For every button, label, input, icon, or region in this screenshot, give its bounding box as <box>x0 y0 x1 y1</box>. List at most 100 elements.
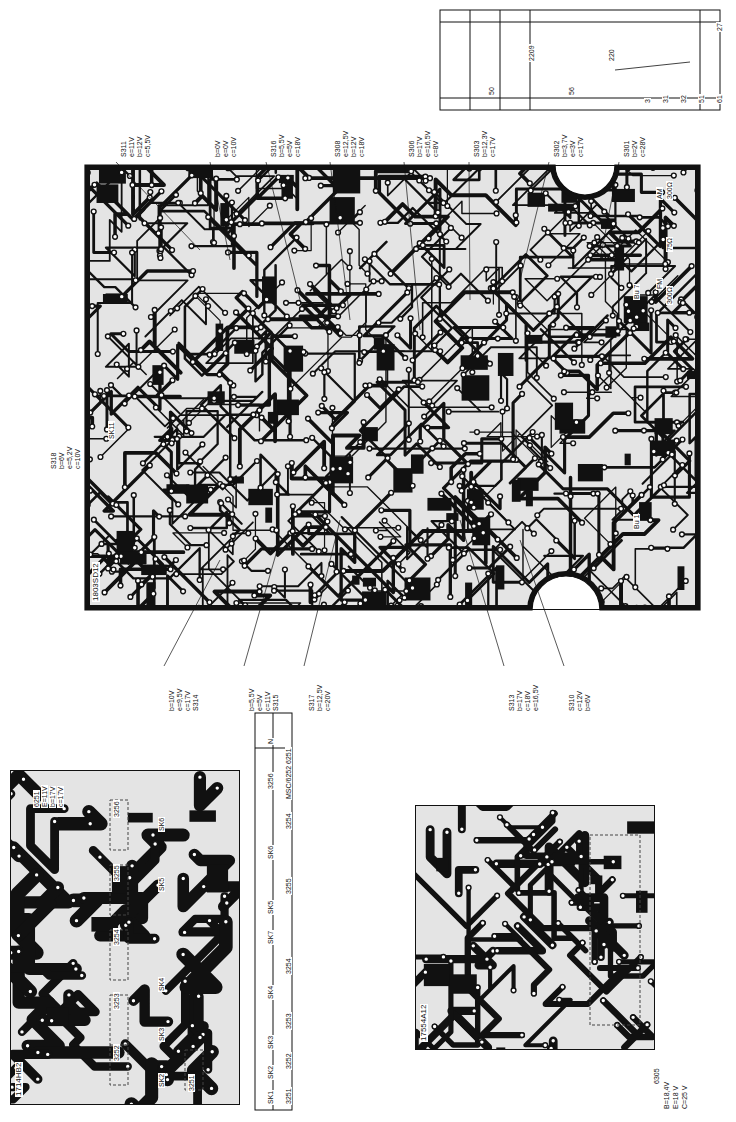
test-point-label: 2209 <box>520 44 538 62</box>
voltage-label: 31 <box>662 94 669 104</box>
test-point-label: c=5,5V <box>136 134 154 158</box>
voltage-label: SK4 <box>267 985 274 1000</box>
voltage-label: S318 <box>50 452 57 470</box>
voltage-label: 3252 <box>113 1044 120 1062</box>
test-point-label: Bu 7 <box>625 284 643 300</box>
voltage-label: S316 <box>270 140 277 158</box>
voltage-label: S301 <box>623 140 630 158</box>
test-point-label: SK5 <box>150 877 168 892</box>
voltage-label: 3255 <box>113 864 120 882</box>
voltage-label: b=3,7V <box>561 134 568 158</box>
voltage-label: SK3 <box>158 1027 165 1042</box>
test-point-label: S315 <box>264 694 282 712</box>
voltage-label: b=5,5V <box>278 134 285 158</box>
voltage-label: SK6 <box>267 845 274 860</box>
test-point-label: 3253 <box>277 1012 295 1030</box>
voltage-label: SK5 <box>267 900 274 915</box>
voltage-label: SK5 <box>158 877 165 892</box>
voltage-label: b=17V <box>49 786 56 808</box>
circuit-board: 1803SD12 <box>85 165 700 610</box>
test-point-label: c=17V <box>481 136 499 158</box>
voltage-label: 3253 <box>113 992 120 1010</box>
voltage-label: c=17V <box>57 786 64 808</box>
voltage-label: c=8V <box>432 140 439 158</box>
board-number: 1803SD12 <box>92 562 100 602</box>
voltage-label: c=12V <box>576 690 583 712</box>
test-point-label: c=18V <box>350 136 368 158</box>
test-point-label: AM <box>648 188 666 201</box>
voltage-label: 300Ω <box>666 181 673 200</box>
test-point-label: 50 <box>480 86 498 96</box>
voltage-label: FM <box>656 278 663 290</box>
test-point-label: 27 <box>708 22 726 32</box>
voltage-label: C=25 V <box>681 1084 688 1110</box>
test-point-label: 32 <box>672 94 690 104</box>
voltage-label: c=10V <box>74 448 81 470</box>
test-point-label: FM <box>648 278 666 290</box>
voltage-label: e=0V <box>222 139 229 158</box>
voltage-label: c=28V <box>639 136 646 158</box>
test-point-label: MSC/6252 6251 <box>277 747 295 800</box>
test-point-label: E=18 V <box>664 1085 682 1110</box>
test-point-label: 3254 <box>277 812 295 830</box>
circuit-board: 1714HB2 <box>10 770 240 1105</box>
voltage-label: e=3V <box>569 139 576 158</box>
voltage-label: c=11V <box>264 690 271 712</box>
switch-table <box>255 713 292 1110</box>
voltage-label: b=12,3V <box>481 130 488 158</box>
copper-traces <box>3 64 736 718</box>
voltage-label: 27 <box>716 22 723 32</box>
test-point-label: 220 <box>600 48 618 62</box>
test-point-label: 3253 <box>105 992 123 1010</box>
voltage-label: SK2 <box>158 1073 165 1088</box>
voltage-label: SK7 <box>267 930 274 945</box>
voltage-label: b=17V <box>516 690 523 712</box>
voltage-label: Bu 1 <box>633 514 640 530</box>
voltage-label: 3 <box>644 98 651 104</box>
test-point-label: N <box>259 738 277 745</box>
voltage-label: 6305 <box>653 1067 660 1085</box>
voltage-label: N <box>267 738 274 745</box>
voltage-label: 3254 <box>285 812 292 830</box>
copper-traces <box>10 770 240 1105</box>
test-point-label: SK3 <box>259 1035 277 1050</box>
voltage-label: 3251 <box>285 1087 292 1105</box>
board-number: 1714HB2 <box>15 1062 23 1097</box>
voltage-label: e=11V <box>128 136 135 158</box>
voltage-label: 3256 <box>113 800 120 818</box>
voltage-label: b=12V <box>350 136 357 158</box>
voltage-label: 3256 <box>267 772 274 790</box>
voltage-label: c=18V <box>294 136 301 158</box>
voltage-label: 51 <box>698 94 705 104</box>
test-point-label: SK2 <box>150 1073 168 1088</box>
test-point-label: 3252 <box>105 1044 123 1062</box>
test-point-label: S314 <box>184 694 202 712</box>
test-point-label: SK2 <box>259 1065 277 1080</box>
voltage-label: 61 <box>716 94 723 104</box>
voltage-label: e=16,5V <box>424 130 431 158</box>
voltage-label: c=17V <box>489 136 496 158</box>
test-point-label: C=25 V <box>673 1084 691 1110</box>
voltage-label: b=2V <box>631 139 638 158</box>
voltage-label: S317 <box>308 694 315 712</box>
voltage-label: b=6V <box>584 693 591 712</box>
voltage-label: B=18,4V <box>663 1081 670 1110</box>
voltage-label: c=5,5V <box>144 134 151 158</box>
test-point-label: 3251 <box>180 1074 198 1092</box>
voltage-label: S315 <box>272 694 279 712</box>
voltage-label: SK3 <box>267 1035 274 1050</box>
voltage-label: c=10V <box>230 136 237 158</box>
voltage-label: e=16,5V <box>532 684 539 712</box>
voltage-label: b=12,5V <box>316 684 323 712</box>
voltage-label: SK11 <box>108 421 115 440</box>
test-point-label: e=16,5V <box>524 684 542 712</box>
voltage-label: S310 <box>568 694 575 712</box>
voltage-label: E=11V <box>41 785 48 808</box>
test-point-label: SK11 <box>100 421 118 440</box>
voltage-label: 3253 <box>285 1012 292 1030</box>
test-point-label: 3254 <box>105 928 123 946</box>
voltage-label: S306 <box>408 140 415 158</box>
voltage-label: 220 <box>608 48 615 62</box>
voltage-label: 32 <box>680 94 687 104</box>
